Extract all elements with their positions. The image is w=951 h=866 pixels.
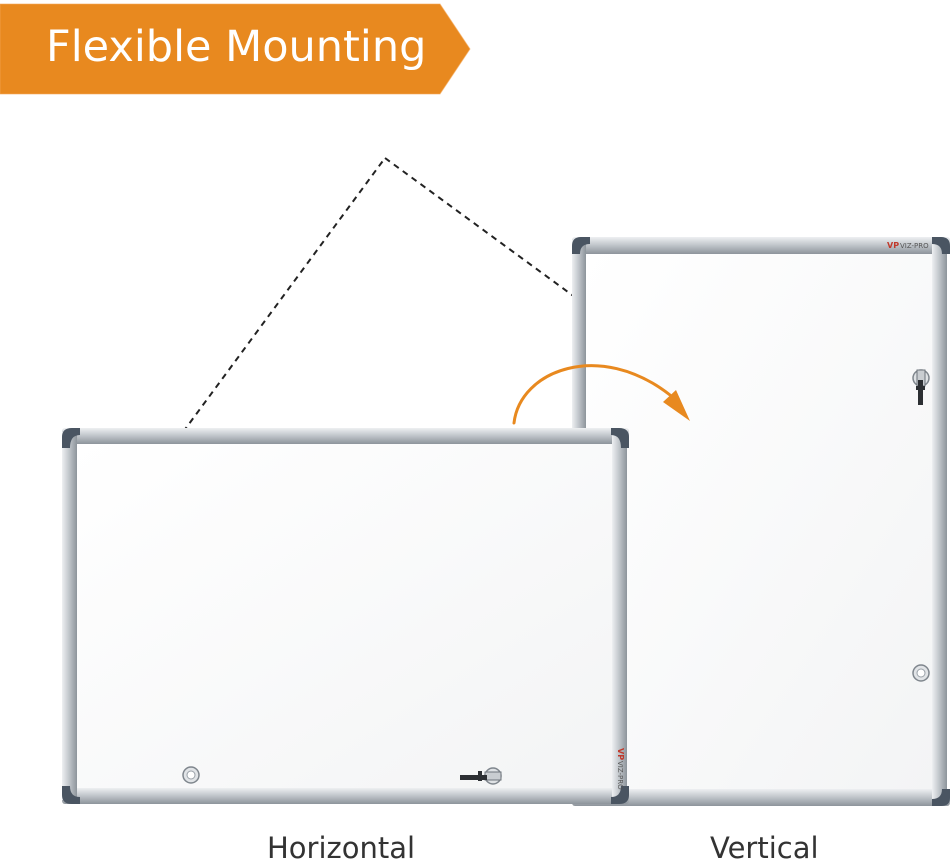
svg-text:VIZ-PRO: VIZ-PRO — [616, 761, 624, 790]
vertical-board: VP VIZ-PRO — [572, 237, 950, 806]
svg-text:VP: VP — [616, 748, 625, 760]
brand-logo-icon: VP — [887, 241, 899, 250]
lock-icon — [912, 369, 930, 405]
horizontal-caption: Horizontal — [267, 831, 416, 865]
banner-title: Flexible Mounting — [46, 22, 427, 72]
title-banner — [0, 3, 471, 95]
vertical-caption: Vertical — [710, 831, 819, 865]
horizontal-board: VP VIZ-PRO — [62, 428, 629, 804]
curved-arrow-icon — [512, 364, 690, 425]
lock-icon — [460, 767, 502, 785]
svg-text:VIZ-PRO: VIZ-PRO — [900, 242, 929, 250]
